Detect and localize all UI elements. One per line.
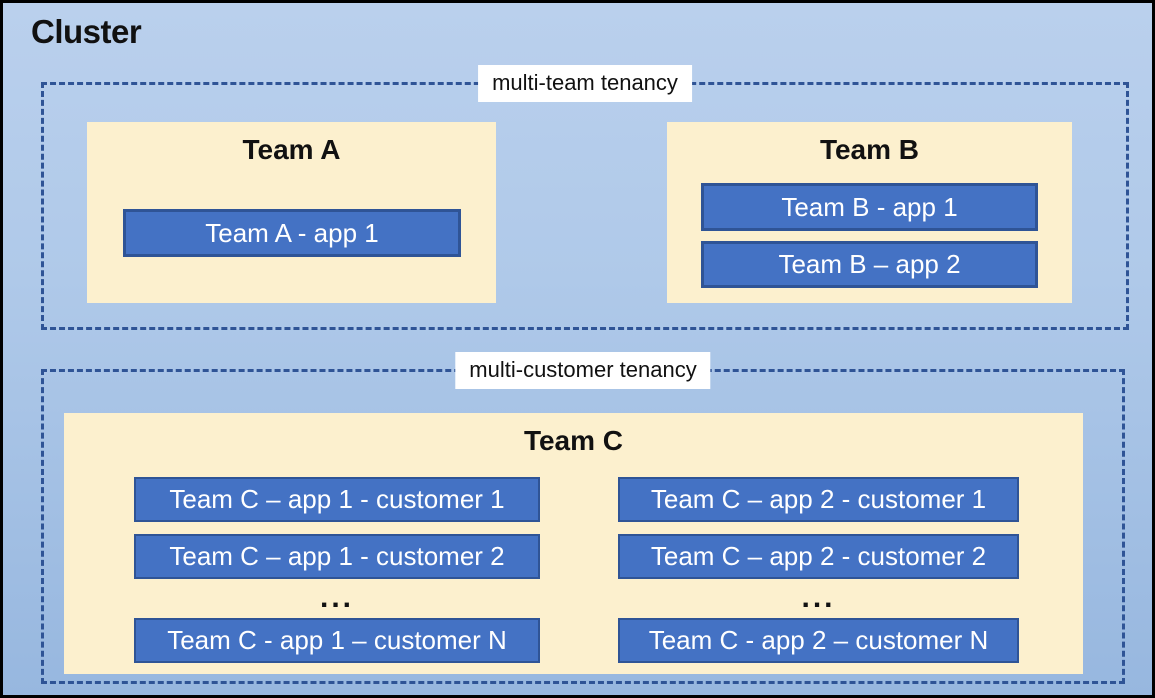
team-a-app-1: Team A - app 1 [123,209,461,257]
team-c-app2-ellipsis: ... [801,580,836,614]
team-c-app2-customer-n: Team C - app 2 – customer N [618,618,1019,663]
team-c-app1-ellipsis: ... [319,580,354,614]
team-c-app1-customer-n: Team C - app 1 – customer N [134,618,540,663]
multi-team-tenancy-label: multi-team tenancy [478,65,692,102]
team-a-box: Team A Team A - app 1 [87,122,496,303]
team-c-app2-column: Team C – app 2 - customer 1 Team C – app… [618,477,1019,667]
multi-customer-tenancy-box: multi-customer tenancy Team C Team C – a… [41,352,1125,684]
team-c-app2-customer-2: Team C – app 2 - customer 2 [618,534,1019,579]
team-a-title: Team A [242,134,341,165]
team-c-app1-customer-2: Team C – app 1 - customer 2 [134,534,540,579]
team-c-app1-column: Team C – app 1 - customer 1 Team C – app… [134,477,540,667]
team-c-box: Team C Team C – app 1 - customer 1 Team … [64,413,1083,674]
team-c-title: Team C [523,425,624,456]
team-b-title: Team B [819,134,920,165]
team-c-app2-customer-1: Team C – app 2 - customer 1 [618,477,1019,522]
team-b-app-2: Team B – app 2 [701,241,1038,288]
multi-team-tenancy-box: multi-team tenancy Team A Team A - app 1… [41,65,1129,330]
cluster-title: Cluster [31,13,142,50]
team-b-app-1: Team B - app 1 [701,183,1038,231]
multi-customer-tenancy-label: multi-customer tenancy [455,352,711,389]
team-c-app1-customer-1: Team C – app 1 - customer 1 [134,477,540,522]
team-b-box: Team B Team B - app 1 Team B – app 2 [667,122,1072,303]
